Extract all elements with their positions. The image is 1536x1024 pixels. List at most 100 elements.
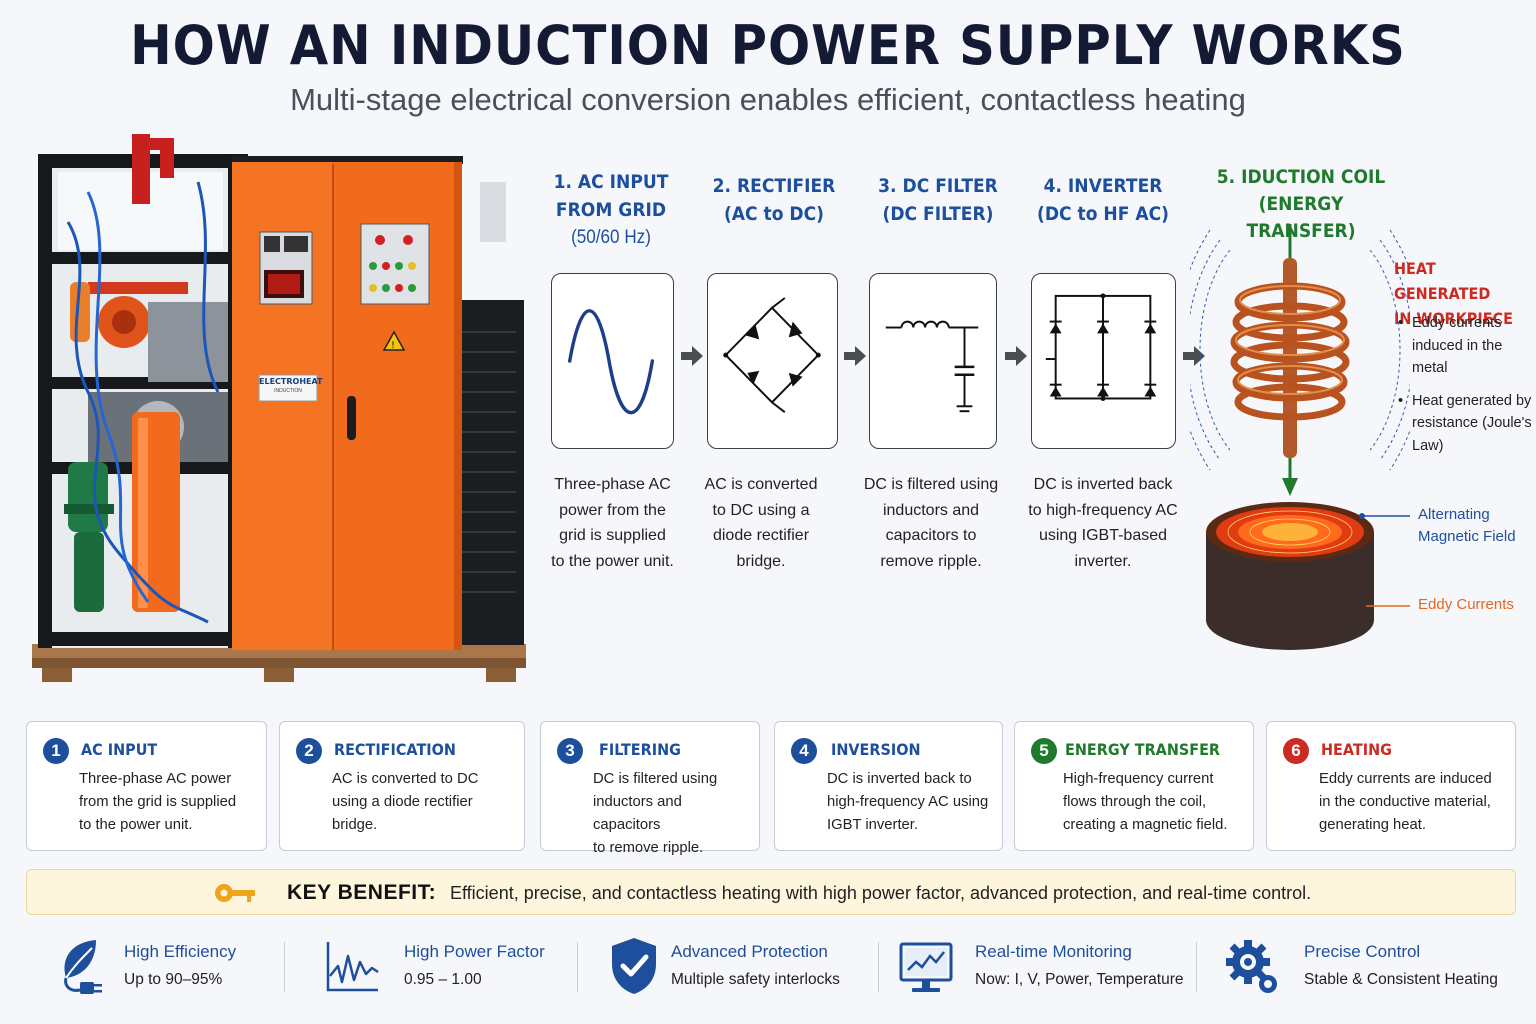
step-card-inversion: 4 INVERSION DC is inverted back to high-… xyxy=(774,721,1003,851)
step-number-badge: 6 xyxy=(1283,738,1309,764)
heat-bullet-item: Eddy currents induced in the metal xyxy=(1398,312,1533,380)
stage-4-title-line2: (DC to HF AC) xyxy=(1037,203,1169,225)
stage-2-desc-line1: AC is converted xyxy=(704,476,818,493)
step-card-text-line: High-frequency current xyxy=(1063,771,1214,787)
gears-icon xyxy=(1226,940,1277,993)
svg-text:!: ! xyxy=(391,340,395,351)
nameplate-brand: ELECTROHEAT xyxy=(259,377,323,386)
step-card-text-line: to the power unit. xyxy=(79,817,193,833)
step-card-text: DC is filtered using inductors and capac… xyxy=(593,768,751,860)
flow-arrow-icon xyxy=(844,346,866,366)
feature-advanced-protection: Advanced Protection Multiple safety inte… xyxy=(606,932,866,1004)
stage-1-ac-wave-box xyxy=(551,273,674,449)
stage-4-inverter-box xyxy=(1031,273,1176,449)
step-card-title: INVERSION xyxy=(831,740,921,759)
stage-4-desc-line4: inverter. xyxy=(1074,552,1132,570)
stage-1-desc-line4: to the power unit. xyxy=(551,552,674,570)
lc-filter-icon xyxy=(885,320,979,413)
step-card-text-line: DC is inverted back to xyxy=(827,771,972,787)
flow-arrow-icon xyxy=(1183,346,1205,366)
diode-bridge-icon xyxy=(723,297,821,413)
induction-power-supply-illustration: ! ELECTROHEAT INDUCTION xyxy=(28,132,533,692)
stage-4-title: 4. INVERTER (DC to HF AC) xyxy=(1034,172,1173,228)
step-card-rectification: 2 RECTIFICATION AC is converted to DC us… xyxy=(279,721,525,851)
monitor-chart-icon xyxy=(899,942,953,992)
stage-1-desc-line2: power from the xyxy=(559,501,666,519)
step-card-text-line: Eddy currents are induced xyxy=(1319,771,1492,787)
stage-2-title-line1: 2. RECTIFIER xyxy=(712,175,836,197)
step-card-text-line: inductors and capacitors xyxy=(593,794,682,833)
stage-1-desc-line1: Three-phase AC xyxy=(554,476,671,493)
step-card-text-line: bridge. xyxy=(332,817,378,833)
stage-3-desc-line2: inductors and xyxy=(882,501,980,519)
stage-5-title-line1: 5. IDUCTION COIL xyxy=(1216,166,1386,188)
step-card-text-line: from the grid is supplied xyxy=(79,794,237,810)
key-benefit-label: KEY BENEFIT: xyxy=(287,881,437,904)
stage-3-title-line2: (DC FILTER) xyxy=(882,203,994,225)
step-card-text: AC is converted to DC using a diode rect… xyxy=(332,768,516,837)
step-card-text-line: generating heat. xyxy=(1319,817,1426,833)
stage-4-desc-line1: DC is inverted back xyxy=(1033,476,1173,493)
feature-subtitle: Up to 90–95% xyxy=(124,971,223,988)
step-card-title: RECTIFICATION xyxy=(334,740,456,759)
key-benefit-text: Efficient, precise, and contactless heat… xyxy=(450,883,1312,903)
sine-wave-icon xyxy=(567,309,655,415)
stage-4-desc-line2: to high-frequency AC xyxy=(1028,501,1178,519)
step-number-badge: 4 xyxy=(791,738,817,764)
stage-1-title: 1. AC INPUT FROM GRID (50/60 Hz) xyxy=(538,168,684,252)
stage-1-title-line3: (50/60 Hz) xyxy=(571,227,651,248)
stage-2-title: 2. RECTIFIER (AC to DC) xyxy=(707,172,840,228)
feature-title: High Efficiency xyxy=(124,942,237,961)
step-card-text-line: IGBT inverter. xyxy=(827,817,919,833)
feature-divider xyxy=(284,942,285,992)
stage-3-desc-line3: capacitors to xyxy=(885,527,977,544)
step-card-ac-input: 1 AC INPUT Three-phase AC power from the… xyxy=(26,721,267,851)
step-card-title: HEATING xyxy=(1321,740,1392,759)
stage-3-title: 3. DC FILTER (DC FILTER) xyxy=(871,172,1004,228)
step-number-badge: 1 xyxy=(43,738,69,764)
step-card-text: High-frequency current flows through the… xyxy=(1063,768,1245,837)
step-card-text: Three-phase AC power from the grid is su… xyxy=(79,768,258,837)
step-card-title: FILTERING xyxy=(599,740,681,759)
feature-title: High Power Factor xyxy=(404,942,545,961)
magnetic-field-label-line2: Magnetic Field xyxy=(1418,528,1516,545)
feature-high-efficiency: High Efficiency Up to 90–95% xyxy=(52,932,272,1004)
waveform-icon xyxy=(326,942,379,992)
stage-3-title-line1: 3. DC FILTER xyxy=(878,175,998,197)
stage-3-desc-line1: DC is filtered using xyxy=(863,476,999,493)
step-number-badge: 3 xyxy=(557,738,583,764)
stage-3-description: DC is filtered using inductors and capac… xyxy=(856,472,1006,574)
feature-title: Precise Control xyxy=(1304,942,1421,961)
feature-precise-control: Precise Control Stable & Consistent Heat… xyxy=(1224,932,1504,1004)
step-card-title: AC INPUT xyxy=(81,740,158,759)
feature-title: Real-time Monitoring xyxy=(975,942,1132,961)
stage-5-title: 5. IDUCTION COIL (ENERGY TRANSFER) xyxy=(1207,164,1396,245)
heat-title-line1: HEAT GENERATED xyxy=(1394,259,1491,303)
magnetic-field-label-line1: Alternating xyxy=(1418,506,1490,523)
flow-arrow-icon xyxy=(1005,346,1027,366)
stage-4-description: DC is inverted back to high-frequency AC… xyxy=(1018,472,1188,574)
nameplate-sub: INDUCTION xyxy=(274,388,302,394)
feature-title: Advanced Protection xyxy=(671,942,828,961)
stage-5-title-line2: (ENERGY TRANSFER) xyxy=(1246,193,1356,242)
step-number-badge: 5 xyxy=(1031,738,1057,764)
step-card-text-line: DC is filtered using xyxy=(593,771,718,787)
stage-2-rectifier-box xyxy=(707,273,838,449)
stage-2-desc-line3: diode rectifier xyxy=(712,527,810,544)
flow-arrow-icon xyxy=(681,346,703,366)
eddy-currents-label: Eddy Currents xyxy=(1418,596,1514,613)
step-card-energy-transfer: 5 ENERGY TRANSFER High-frequency current… xyxy=(1014,721,1254,851)
leaf-plug-icon xyxy=(64,940,102,994)
feature-subtitle: Now: I, V, Power, Temperature xyxy=(975,971,1184,988)
key-benefit-banner: KEY BENEFIT: Efficient, precise, and con… xyxy=(26,869,1516,915)
step-card-text-line: using a diode rectifier xyxy=(332,794,473,810)
step-card-text-line: in the conductive material, xyxy=(1319,794,1491,810)
step-number-badge: 2 xyxy=(296,738,322,764)
step-card-text-line: flows through the coil, xyxy=(1063,794,1207,810)
stage-2-description: AC is converted to DC using a diode rect… xyxy=(693,472,829,574)
step-card-text-line: creating a magnetic field. xyxy=(1063,817,1228,833)
igbt-bridge-icon xyxy=(1045,293,1157,401)
heat-bullet-item: Heat generated by resistance (Joule's La… xyxy=(1398,390,1533,458)
step-card-text-line: high-frequency AC using xyxy=(827,794,989,810)
step-card-text-line: AC is converted to DC xyxy=(332,771,479,787)
